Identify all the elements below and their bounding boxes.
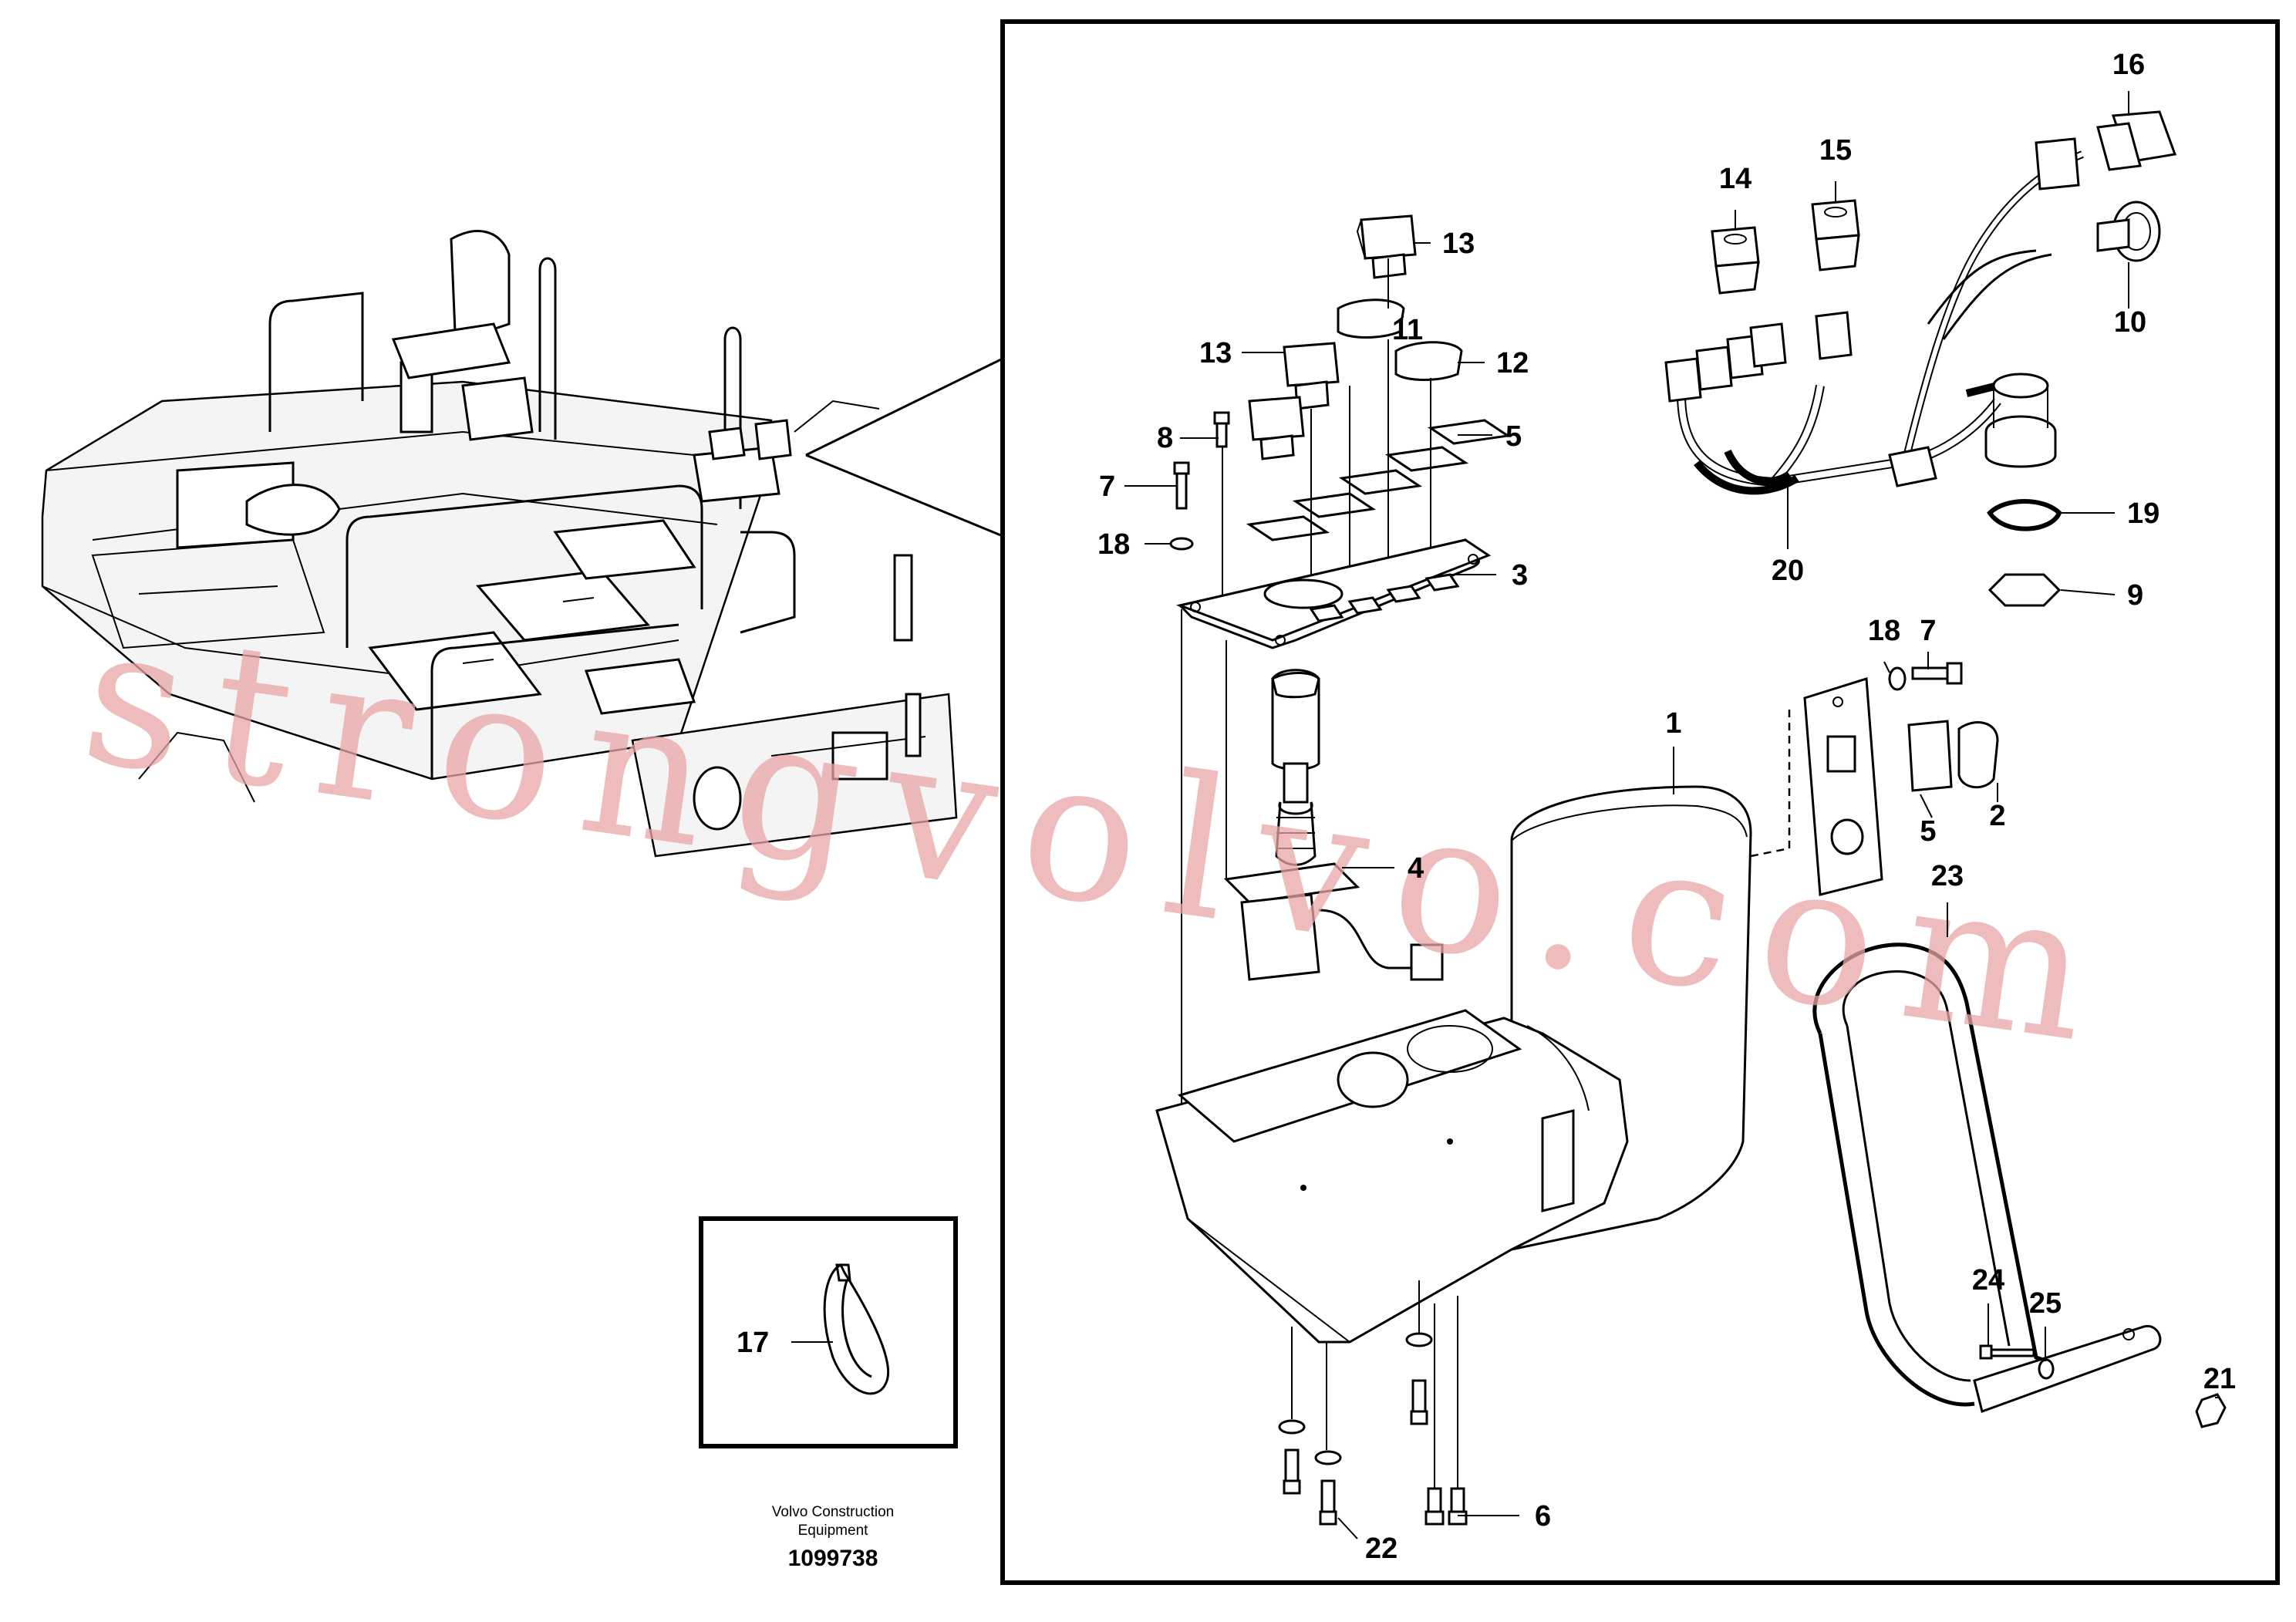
callout-4: 4 — [1408, 852, 1424, 885]
console-1 — [1155, 785, 1752, 1344]
callout-21: 21 — [2203, 1363, 2236, 1395]
inset-frame — [699, 1216, 958, 1448]
switch-16 — [2096, 110, 2177, 171]
connector-blocks — [1664, 137, 2080, 487]
callout-12: 12 — [1496, 347, 1529, 379]
callout-18-left: 18 — [1097, 528, 1130, 561]
gasket-5-right — [1907, 720, 1953, 792]
joystick-4 — [1223, 669, 1444, 981]
callout-6: 6 — [1535, 1500, 1551, 1533]
callout-17: 17 — [737, 1327, 769, 1359]
o-ring-19 — [1987, 499, 2062, 531]
callout-20: 20 — [1772, 555, 1804, 587]
callout-2: 2 — [1989, 800, 2005, 832]
washer-18-right — [1888, 666, 1907, 691]
callout-1: 1 — [1665, 707, 1681, 740]
dashed-guide-side-panel — [1750, 710, 1791, 858]
callout-25: 25 — [2029, 1287, 2062, 1320]
grab-handle-23 — [1812, 943, 2162, 1413]
caption-brand-line2: Equipment — [798, 1523, 869, 1539]
callout-15: 15 — [1819, 134, 1852, 167]
callout-leaders — [791, 91, 2220, 1539]
callout-13-left: 13 — [1199, 337, 1232, 369]
callout-13-top: 13 — [1442, 228, 1475, 260]
rocker-cover-11 — [1337, 298, 1405, 339]
callout-14: 14 — [1719, 163, 1752, 195]
gaskets — [1246, 419, 1512, 541]
bolt-24 — [1979, 1344, 2035, 1360]
callout-7-right: 7 — [1920, 615, 1936, 647]
detail-frame — [1000, 19, 2280, 1585]
callout-19: 19 — [2127, 497, 2159, 530]
panel-plate-3 — [1175, 538, 1492, 649]
mounting-hardware — [1278, 1280, 1468, 1526]
switch-cover-13b-a — [1283, 342, 1340, 410]
round-connector — [1984, 373, 2057, 468]
machine-overview — [41, 230, 958, 858]
callout-5-top: 5 — [1505, 420, 1522, 453]
bolt-8 — [1213, 411, 1230, 448]
detail-leader-lines — [805, 357, 1003, 538]
callout-11: 11 — [1392, 314, 1423, 346]
callout-16: 16 — [2112, 49, 2145, 81]
side-panel — [1803, 677, 1883, 896]
bolt-7-left — [1173, 461, 1190, 510]
caption-brand-line1: Volvo Construction — [772, 1504, 894, 1520]
callout-7-left: 7 — [1099, 470, 1115, 503]
washer-18-left — [1169, 537, 1194, 551]
connector-10 — [2096, 201, 2161, 262]
switch-14 — [1711, 226, 1760, 295]
callout-10: 10 — [2114, 306, 2146, 339]
callout-5-right: 5 — [1920, 815, 1936, 848]
callout-23: 23 — [1931, 860, 1964, 892]
washer-25 — [2038, 1358, 2055, 1380]
callout-9: 9 — [2127, 579, 2143, 612]
watermark-text: strongvolvo.com — [71, 582, 2131, 1089]
switch-cover-13b-b — [1248, 396, 1305, 460]
switch-cover-top — [1356, 214, 1417, 279]
callout-24: 24 — [1972, 1264, 2004, 1297]
rocker-cover-12 — [1394, 341, 1463, 381]
callout-8: 8 — [1157, 422, 1173, 454]
cable-tie-part — [823, 1263, 889, 1395]
nut-21 — [2195, 1393, 2227, 1428]
rocker-2 — [1957, 721, 1999, 789]
switch-15 — [1811, 199, 1860, 271]
callout-22: 22 — [1365, 1533, 1397, 1565]
callout-3: 3 — [1512, 559, 1528, 592]
nut-9 — [1988, 573, 2062, 607]
callout-18-right: 18 — [1868, 615, 1900, 647]
bolt-7-right — [1911, 662, 1963, 685]
drawing-number: 1099738 — [788, 1546, 878, 1571]
